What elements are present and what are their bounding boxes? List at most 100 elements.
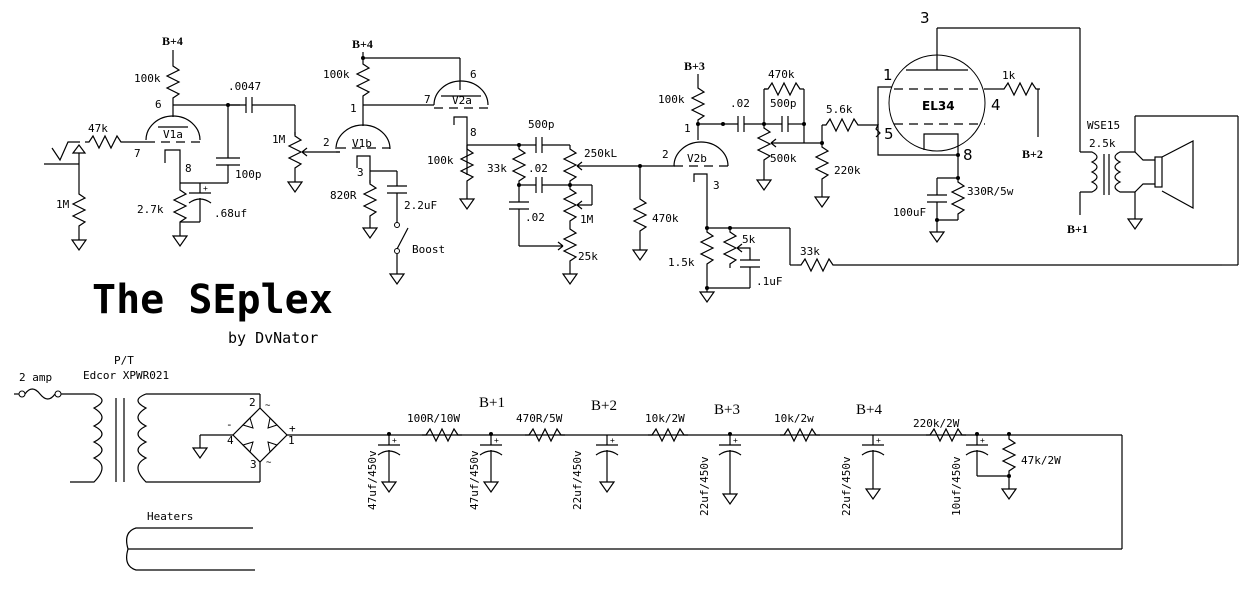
power-grid-resistor-label: 220k — [834, 164, 861, 177]
boost-switch[interactable] — [394, 222, 409, 271]
boost-cap-label: 2.2uF — [404, 199, 437, 212]
coupling-cap-label: .02 — [730, 97, 750, 110]
rail-label-b2: B+2 — [1022, 147, 1043, 161]
bright-resistor — [763, 82, 805, 96]
grid-stopper-label: 47k — [88, 122, 108, 135]
filter-cap — [718, 434, 742, 466]
bridge-mark: ~ — [266, 458, 272, 468]
bridge-pin: 4 — [227, 434, 234, 447]
cathode-resistor-label: 100k — [427, 154, 454, 167]
bridge-mark: - — [226, 418, 233, 431]
pin-label: 1 — [883, 66, 893, 84]
schematic-byline: by DvNator — [228, 329, 318, 347]
power-stage: 5.6k 220k EL34 3 1 4 5 8 1k B+2 330R/5w — [814, 9, 1081, 243]
output-impedance-label: 2.5k — [1089, 137, 1116, 150]
grid-leak-label: 1M — [56, 198, 70, 211]
bass-pot-label: 1M — [580, 213, 594, 226]
pin-label: 4 — [991, 96, 1001, 114]
boost-switch-label: Boost — [412, 243, 445, 256]
screen-resistor-label: 1k — [1002, 69, 1016, 82]
grid-resistor-label: 470k — [652, 212, 679, 225]
pin-label: 7 — [134, 147, 141, 160]
mid-cap-label: .02 — [528, 162, 548, 175]
fuse — [14, 388, 62, 400]
mid-pot[interactable] — [563, 224, 577, 266]
filter-cap-label: 22uf/450v — [840, 456, 853, 516]
stage-3: B+3 100k 1 .02 V2b 2 3 1.5k 5k .1uF — [658, 59, 1222, 303]
pin-label: 3 — [920, 9, 930, 27]
volume-pot-label: 1M — [272, 133, 286, 146]
cathode-resistor-v1a — [173, 185, 187, 227]
bass-cap-label: .02 — [525, 211, 545, 224]
plate-resistor-v2b — [691, 83, 705, 125]
pin-label: 3 — [713, 179, 720, 192]
power-grid-stopper-label: 5.6k — [826, 103, 853, 116]
treble-pot[interactable] — [563, 144, 577, 186]
power-transformer-model: Edcor XPWR021 — [83, 369, 169, 382]
stage-2: B+4 100k 1 V1b 2 3 820R 2.2uF Boost — [323, 37, 518, 285]
plate-resistor-v2b-label: 100k — [658, 93, 685, 106]
tube-envelope-v2a — [433, 80, 489, 106]
power-transformer-label: P/T — [114, 354, 134, 367]
tube-label-v2a: V2a — [452, 94, 472, 107]
series-resistor-label: 10k/2w — [774, 412, 814, 425]
rail-label-b4: B+4 — [352, 37, 373, 51]
pin-label: 5 — [884, 125, 894, 143]
feedback-resistor — [796, 258, 838, 272]
power-cathode-cap-label: 100uF — [893, 206, 926, 219]
bridge-rectifier: 2 ~ - 4 + 1 3 ~ — [226, 394, 296, 482]
speaker-icon — [1154, 140, 1194, 210]
filter-cap — [965, 434, 989, 466]
cathode-resistor-label: 2.7k — [137, 203, 164, 216]
pin-label: 6 — [155, 98, 162, 111]
rail-label-b4: B+4 — [856, 402, 882, 418]
tube-envelope-v1b — [335, 124, 391, 150]
volume-pot[interactable] — [288, 131, 302, 173]
tube-label-v1b: V1b — [352, 137, 372, 150]
output-transformer-label: WSE15 — [1087, 119, 1120, 132]
mid-pot-label: 25k — [578, 250, 598, 263]
filter-cap-label: 47uf/450v — [468, 450, 481, 510]
presence-cap-label: .1uF — [756, 275, 783, 288]
cathode-resistor-label: 1.5k — [668, 256, 695, 269]
bleeder-resistor — [1002, 434, 1016, 476]
cathode-cap-label: .68uf — [214, 207, 247, 220]
bridge-mark: ~ — [265, 401, 271, 411]
pin-label: 7 — [424, 93, 431, 106]
series-resistor-label: 470R/5W — [516, 412, 563, 425]
filter-cap-label: 22uf/450v — [698, 456, 711, 516]
feedback-resistor-label: 33k — [800, 245, 820, 258]
tube-envelope-v2b — [673, 141, 729, 167]
filter-cap — [861, 434, 885, 466]
filter-cap — [377, 434, 401, 466]
plate-resistor-v1a-label: 100k — [134, 72, 161, 85]
stage-1: B+4 100k 6 .0047 V1a 7 8 47k 1M — [44, 34, 340, 251]
pin-label: 6 — [470, 68, 477, 81]
grid-stopper-resistor — [84, 135, 126, 149]
tube-label-v2b: V2b — [687, 152, 707, 165]
coupling-cap-label: .0047 — [228, 80, 261, 93]
series-resistor-label: 100R/10W — [407, 412, 460, 425]
rail-label-b3: B+3 — [714, 402, 740, 418]
treble-pot-label: 250kL — [584, 147, 617, 160]
master-pot[interactable] — [757, 123, 771, 165]
series-resistor-label: 10k/2W — [645, 412, 685, 425]
presence-pot[interactable] — [723, 227, 737, 269]
bridge-pin: 3 — [250, 458, 257, 471]
heaters-label: Heaters — [147, 510, 193, 523]
slope-resistor — [512, 144, 526, 186]
rail-label-b1: B+1 — [1067, 222, 1088, 236]
bright-cap-label: 500p — [770, 97, 797, 110]
heater-winding — [126, 527, 255, 571]
tone-stack: 500p 33k .02 .02 250kL 1M 25k 470k — [487, 118, 679, 285]
plate-resistor-v1a — [166, 61, 180, 103]
rail-label-b3: B+3 — [684, 59, 705, 73]
screen-resistor — [999, 82, 1041, 96]
bridge-pin: 2 — [249, 396, 256, 409]
bass-pot[interactable] — [563, 184, 577, 226]
filter-cap — [595, 434, 619, 466]
fuse-label: 2 amp — [19, 371, 52, 384]
bridge-pin: 1 — [288, 434, 295, 447]
pin-label: 1 — [684, 122, 691, 135]
